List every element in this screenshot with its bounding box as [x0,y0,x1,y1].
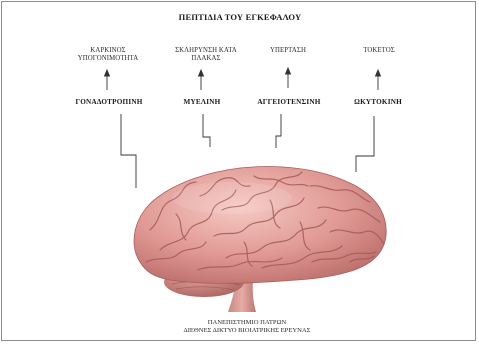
peptide-label-myelin: ΜΥΕΛΙΝΗ [184,98,221,106]
peptide-label-gonadotropin: ΓΟΝΑΔΟΤΡΟΠΙΝΗ [75,98,142,106]
condition-label-gonadotropin: ΚΑΡΚΙΝΟΣ ΥΠΟΓΟΝΙΜΟΤΗΤΑ [78,47,139,63]
peptide-label-oxytocin: ΩΚΥΤΟΚΙΝΗ [354,98,402,106]
condition-label-myelin: ΣΚΛΗΡΥΝΣΗ ΚΑΤΑ ΠΛΑΚΑΣ [175,47,237,63]
connector-gonadotropin [121,114,136,188]
arrows [105,68,381,90]
connector-myelin [203,114,210,147]
brain-illustration [134,167,386,312]
connector-angiotensin [276,114,281,148]
peptide-label-angiotensin: ΑΓΓΕΙΟΤΕΝΣΙΝΗ [257,98,320,106]
arrow-myelin [199,70,204,90]
footer-credit: ΠΑΝΕΠΙΣΤΗΜΙΟ ΠΑΤΡΩΝ ΔΙΕΘΝΕΣ ΔΙΚΤΥΟ ΒΙΟΙΑ… [184,319,311,334]
condition-label-angiotensin: ΥΠΕΡΤΑΣΗ [270,47,306,55]
arrow-angiotensin [286,68,291,88]
connector-oxytocin [356,116,374,172]
condition-label-oxytocin: ΤΟΚΕΤΟΣ [363,47,395,55]
diagram-title: ΠΕΠΤΙΔΙΑ ΤΟΥ ΕΓΚΕΦΑΛΟΥ [179,13,302,23]
arrow-gonadotropin [105,70,110,90]
arrow-oxytocin [376,70,381,90]
